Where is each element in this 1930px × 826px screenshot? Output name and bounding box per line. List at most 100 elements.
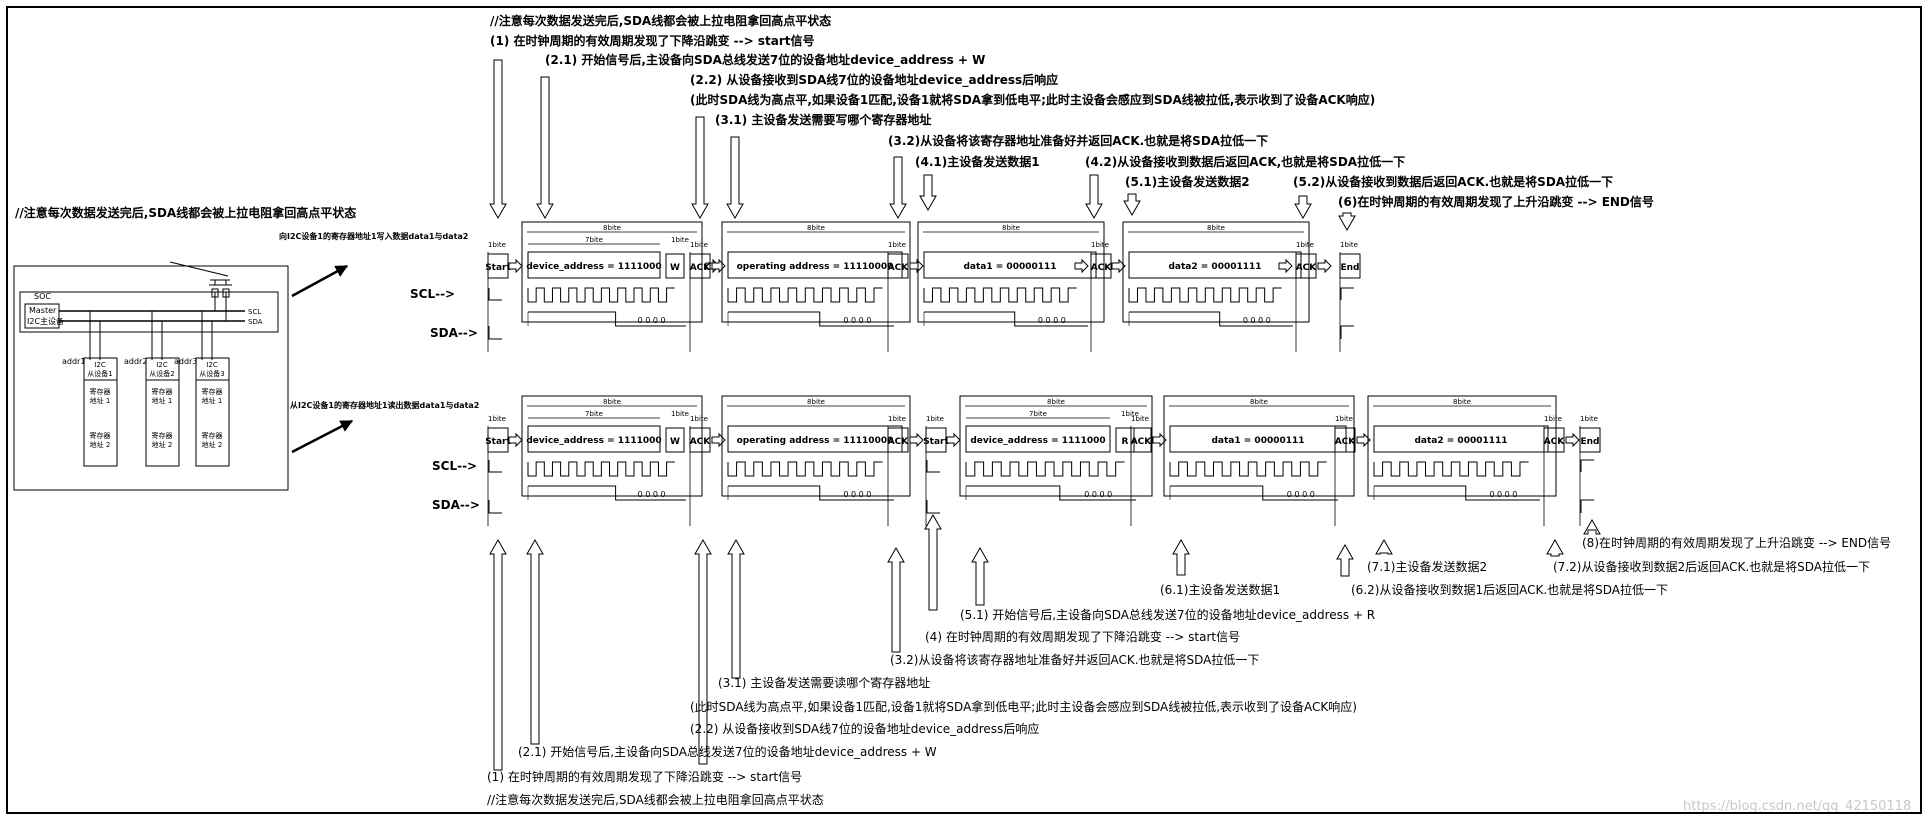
- device-2-reg2-addr: 地址 2: [152, 440, 173, 449]
- write-data2-scl-wave: [1128, 287, 1282, 303]
- device-2-reg1-label: 寄存器: [152, 387, 173, 396]
- master-label: Master: [29, 306, 57, 315]
- bottom-note-4: (4) 在时钟周期的有效周期发现了下降沿跳变 --> start信号: [925, 629, 1240, 644]
- scl-bus-label: SCL: [248, 308, 261, 316]
- read-row-caption: 从I2C设备1的寄存器地址1读出数据data1与data2: [290, 400, 479, 410]
- bottom-arrow-6: [971, 546, 989, 606]
- write-device-address-sda-wave: [528, 311, 686, 327]
- read-start-2-bite-label: 1bite: [926, 415, 944, 423]
- bottom-note-7-1: (7.1)主设备发送数据2: [1367, 559, 1487, 574]
- device-1-title-box: [83, 357, 118, 381]
- read-ack-3-text: ACK: [1131, 437, 1153, 447]
- arrow-to-read-row: [291, 419, 354, 454]
- top-note-5-1: (5.1)主设备发送数据2: [1125, 174, 1250, 189]
- write-operating-address-8bite-label: 8bite: [807, 224, 825, 232]
- write-device-address-scl-wave: [527, 287, 675, 303]
- write-scl-label: SCL-->: [410, 287, 455, 301]
- read-device-address-2-7bite-label: 7bite: [1029, 410, 1047, 418]
- master-sub-label: I2C主设备: [27, 316, 64, 326]
- top-note-3-1: (3.1) 主设备发送需要写哪个寄存器地址: [715, 112, 931, 127]
- write-ack-1-bite-label: 1bite: [690, 241, 708, 249]
- bottom-arrow-4: [1336, 543, 1354, 577]
- bottom-note-0: //注意每次数据发送完后,SDA线都会被上拉电阻拿回高点平状态: [487, 792, 824, 807]
- read-data2-scl-wave: [1373, 461, 1529, 477]
- device-2-addr-label: addr2: [124, 357, 147, 366]
- read-data1-sda-wave: [1170, 485, 1338, 501]
- top-arrow-3: [691, 116, 709, 220]
- read-start2-sda: [926, 500, 940, 514]
- bottom-arrow-8: [887, 546, 905, 653]
- read-data1-data-text: data1 = 00000111: [1211, 436, 1304, 446]
- device-1-subtitle: 从设备1: [87, 369, 112, 378]
- device-3-reg1-addr: 地址 1: [202, 396, 223, 405]
- write-start-scl: [488, 288, 502, 301]
- write-ack-3-bite-label: 1bite: [1091, 241, 1109, 249]
- write-data1-8bite-label: 8bite: [1002, 224, 1020, 232]
- bottom-arrow-11: [526, 538, 544, 745]
- read-operating-address-frame: [721, 395, 911, 497]
- read-ack-2-bite-label: 1bite: [888, 415, 906, 423]
- read-start-scl: [488, 460, 502, 473]
- read-arrow-5: [1152, 432, 1167, 448]
- outer-frame: [6, 6, 1922, 814]
- bottom-arrow-10: [694, 538, 712, 765]
- top-note-4-2: (4.2)从设备接收到数据后返回ACK,也就是将SDA拉低一下: [1085, 154, 1405, 169]
- device-3-addr-label: addr3: [174, 357, 197, 366]
- bottom-note-6-1: (6.1)主设备发送数据1: [1160, 582, 1280, 597]
- bottom-arrow-5: [1172, 538, 1190, 576]
- read-operating-address-scl-wave: [727, 461, 883, 477]
- write-data1-scl-wave: [923, 287, 1077, 303]
- write-device-address-8bite-label: 8bite: [603, 224, 621, 232]
- write-device-address-suffix-bite-label: 1bite: [671, 236, 689, 244]
- write-sda-label: SDA-->: [430, 326, 478, 340]
- bottom-note-7-2: (7.2)从设备接收到数据2后返回ACK.也就是将SDA拉低一下: [1553, 559, 1870, 574]
- read-operating-address-sda-wave: [728, 485, 894, 501]
- bottom-note-3-2: (3.2)从设备将该寄存器地址准备好并返回ACK.也就是将SDA拉低一下: [890, 652, 1259, 667]
- write-operating-address-sda-zeros: 0 0 0 0: [843, 316, 871, 325]
- write-end-text: End: [1341, 263, 1360, 273]
- read-data1-sda-zeros: 0 0 0 0: [1287, 490, 1315, 499]
- top-annotations: //注意每次数据发送完后,SDA线都会被上拉电阻拿回高点平状态 (1) 在时钟周…: [490, 13, 1654, 209]
- device-1-reg1-label: 寄存器: [90, 387, 111, 396]
- device-2-subtitle: 从设备2: [149, 369, 174, 378]
- device-1-reg1-addr: 地址 1: [90, 396, 111, 405]
- bottom-note-2-2: (2.2) 从设备接收到SDA线7位的设备地址device_address后响应: [690, 721, 1039, 736]
- device-3-reg2-label: 寄存器: [202, 431, 223, 440]
- bottom-note-6-2: (6.2)从设备接收到数据1后返回ACK.也就是将SDA拉低一下: [1351, 582, 1668, 597]
- read-operating-address-sda-zeros: 0 0 0 0: [843, 490, 871, 499]
- top-note-0: //注意每次数据发送完后,SDA线都会被上拉电阻拿回高点平状态: [490, 13, 831, 28]
- write-row-caption: 向I2C设备1的寄存器地址1写入数据data1与data2: [279, 231, 468, 241]
- top-arrow-1: [489, 59, 507, 220]
- device-2-title-box: [145, 357, 180, 381]
- write-data2-data-text: data2 = 00001111: [1168, 262, 1261, 272]
- read-ack-4-bite-label: 1bite: [1335, 415, 1353, 423]
- device-3-title: I2C: [206, 361, 218, 369]
- top-note-2-1: (2.1) 开始信号后,主设备向SDA总线发送7位的设备地址device_add…: [545, 52, 985, 68]
- bottom-note-3-1: (3.1) 主设备发送需要读哪个寄存器地址: [718, 675, 930, 690]
- write-data1-data-text: data1 = 00000111: [963, 262, 1056, 272]
- write-arrow-3: [909, 258, 924, 274]
- device-2-title: I2C: [156, 361, 168, 369]
- sda-bus-label: SDA: [248, 318, 263, 326]
- soc-note: //注意每次数据发送完后,SDA线都会被上拉电阻拿回高点平状态: [15, 205, 356, 220]
- soc-box: [19, 291, 279, 333]
- write-ack-3-text: ACK: [1091, 263, 1113, 273]
- read-device-address-data-text: device_address = 1111000: [526, 436, 661, 446]
- write-end-sda: [1340, 325, 1354, 339]
- read-device-address-2-sda-wave: [966, 485, 1136, 501]
- read-data1-8bite-label: 8bite: [1250, 398, 1268, 406]
- write-device-address-suffix-text: W: [670, 263, 680, 273]
- write-data2-sda-zeros: 0 0 0 0: [1243, 316, 1271, 325]
- write-device-address-sda-zeros: 0 0 0 0: [638, 316, 666, 325]
- read-data2-8bite-label: 8bite: [1453, 398, 1471, 406]
- top-arrow-6: [919, 174, 937, 212]
- write-start-bite-label: 1bite: [488, 241, 506, 249]
- read-device-address-suffix-bite-label: 1bite: [671, 410, 689, 418]
- top-note-1: (1) 在时钟周期的有效周期发现了下降沿跳变 --> start信号: [490, 33, 815, 48]
- read-data2-sda-wave: [1374, 485, 1540, 501]
- watermark: https://blog.csdn.net/qq_42150118: [1683, 799, 1911, 814]
- write-ack-4-bite-label: 1bite: [1296, 241, 1314, 249]
